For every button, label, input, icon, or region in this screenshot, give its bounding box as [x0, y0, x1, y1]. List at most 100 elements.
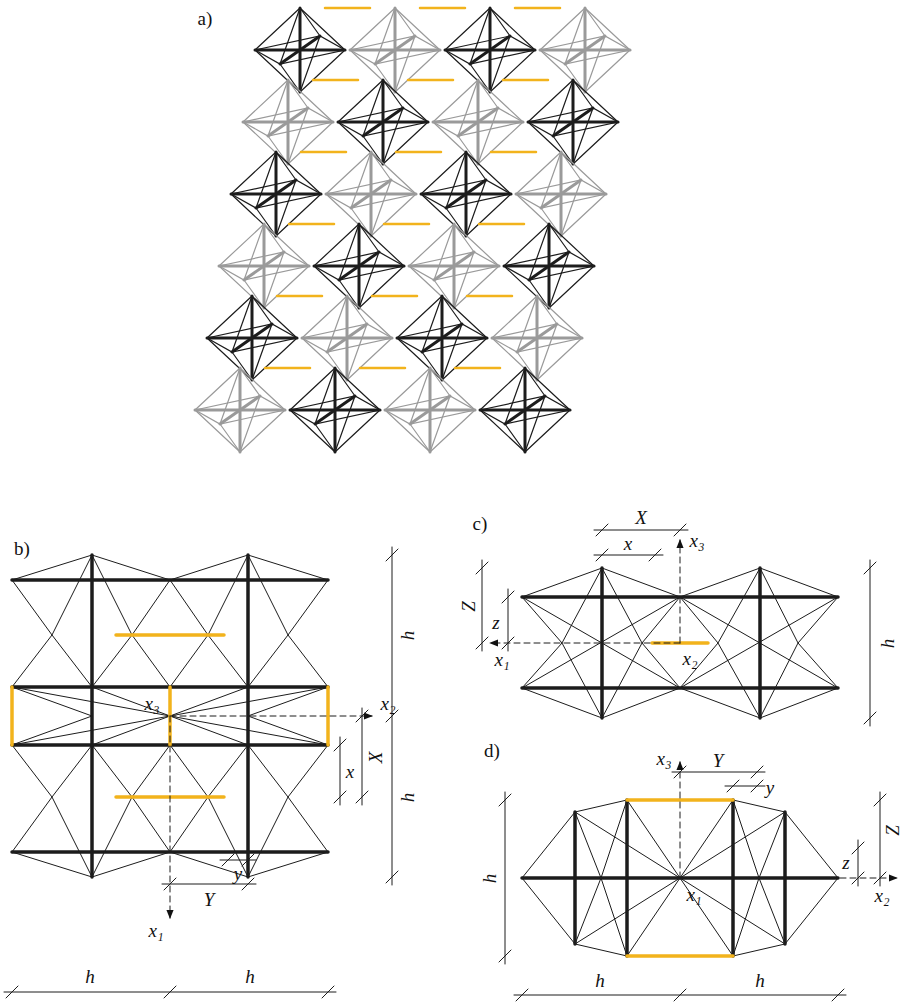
- axis-line: [680, 540, 681, 643]
- octahedron-edge: [219, 224, 264, 266]
- thin-member: [733, 944, 785, 956]
- dimension-label: z: [840, 852, 851, 873]
- octahedron-axis: [220, 396, 260, 424]
- octahedron-edge: [525, 368, 545, 396]
- octahedron-edge: [492, 296, 537, 338]
- thin-member: [522, 878, 575, 944]
- dimension-label: h: [83, 966, 97, 987]
- octahedron-edge: [585, 8, 605, 36]
- dimension-tick: [334, 739, 346, 751]
- octahedron-edge: [505, 424, 525, 452]
- side-view: [499, 762, 897, 1001]
- thin-member: [170, 687, 248, 716]
- octahedron-edge: [252, 296, 272, 324]
- thin-member: [170, 555, 248, 580]
- axis-label: x₁: [146, 920, 165, 941]
- octahedron-edge: [561, 152, 581, 180]
- dimension-label: X: [365, 749, 386, 765]
- highlighted-member: [265, 367, 310, 370]
- highlighted-member: [515, 7, 560, 10]
- dimension-line: [362, 708, 363, 805]
- highlighted-member: [408, 79, 453, 82]
- octahedron-edge: [490, 8, 510, 36]
- dimension-line: [162, 884, 256, 885]
- dimension-tick: [476, 562, 488, 574]
- thin-member: [680, 568, 760, 597]
- dimension-tick: [874, 794, 886, 806]
- thin-member: [575, 944, 627, 956]
- octahedron-edge: [442, 296, 462, 324]
- highlighted-member: [116, 633, 224, 637]
- dimension-label: z: [490, 612, 501, 633]
- axis-label: x₂: [872, 885, 891, 906]
- octahedron-edge: [288, 80, 308, 108]
- octahedron-axis: [268, 108, 308, 136]
- dimension-line: [594, 530, 688, 531]
- octahedron-edge: [347, 296, 367, 324]
- octahedron-edge: [490, 50, 535, 92]
- octahedron-edge: [314, 224, 359, 266]
- dimension-tick: [242, 878, 254, 890]
- thin-member: [92, 716, 170, 745]
- highlighted-member: [10, 687, 14, 745]
- dimension-tick: [727, 780, 739, 792]
- octahedron-edge: [383, 122, 428, 164]
- dimension-label: h: [398, 790, 419, 804]
- dimension-tick: [499, 950, 511, 962]
- thin-member: [208, 555, 248, 635]
- thin-member: [248, 716, 328, 745]
- octahedron-edge: [430, 410, 475, 452]
- octahedron-edge: [240, 410, 285, 452]
- dimension-tick: [852, 872, 864, 884]
- thin-member: [733, 800, 785, 812]
- octahedron-edge: [466, 194, 511, 236]
- thick-member: [12, 578, 328, 582]
- dimension-tick: [874, 872, 886, 884]
- octahedron-edge: [302, 296, 347, 338]
- octahedron-axis: [458, 108, 498, 136]
- highlighted-member: [420, 7, 465, 10]
- highlighted-member: [479, 223, 524, 226]
- octahedron-edge: [466, 152, 486, 180]
- octahedron-edge: [537, 296, 557, 324]
- thin-member: [680, 878, 733, 956]
- thin-member: [627, 878, 680, 956]
- thick-member: [90, 555, 94, 877]
- dimension-tick: [222, 854, 234, 866]
- highlighted-member: [384, 223, 429, 226]
- dimension-tick: [649, 549, 661, 561]
- highlighted-member: [627, 798, 733, 802]
- thin-member: [248, 797, 288, 877]
- panel-label: b): [12, 538, 32, 559]
- thin-member: [522, 568, 602, 597]
- octahedron-edge: [409, 224, 454, 266]
- dimension-line: [725, 786, 765, 787]
- octahedron-edge: [220, 424, 240, 452]
- dimension-tick: [516, 989, 528, 1001]
- thin-member: [798, 597, 838, 688]
- octahedron-edge: [335, 368, 355, 396]
- octahedron-edge: [528, 80, 573, 122]
- octahedron-edge: [350, 8, 395, 50]
- thin-member: [52, 797, 92, 877]
- thin-member: [12, 745, 52, 852]
- octahedron-axis: [327, 324, 367, 352]
- dimension-tick: [674, 989, 686, 1001]
- octahedron-axis: [529, 252, 569, 280]
- panel-label: d): [482, 740, 502, 761]
- dimension-tick: [502, 591, 514, 603]
- thin-member: [760, 688, 838, 718]
- dimension-tick: [322, 986, 334, 998]
- thin-member: [718, 568, 760, 718]
- dimension-tick: [674, 524, 686, 536]
- thick-member: [758, 568, 762, 718]
- axis-label: x₂: [378, 693, 397, 714]
- thin-member: [12, 687, 92, 716]
- dimension-tick: [386, 871, 398, 883]
- axis-label: x₁: [684, 884, 703, 905]
- octahedron-edge: [573, 122, 618, 164]
- dimension-label: h: [243, 966, 257, 987]
- octahedron-edge: [240, 368, 260, 396]
- highlighted-member: [313, 79, 358, 82]
